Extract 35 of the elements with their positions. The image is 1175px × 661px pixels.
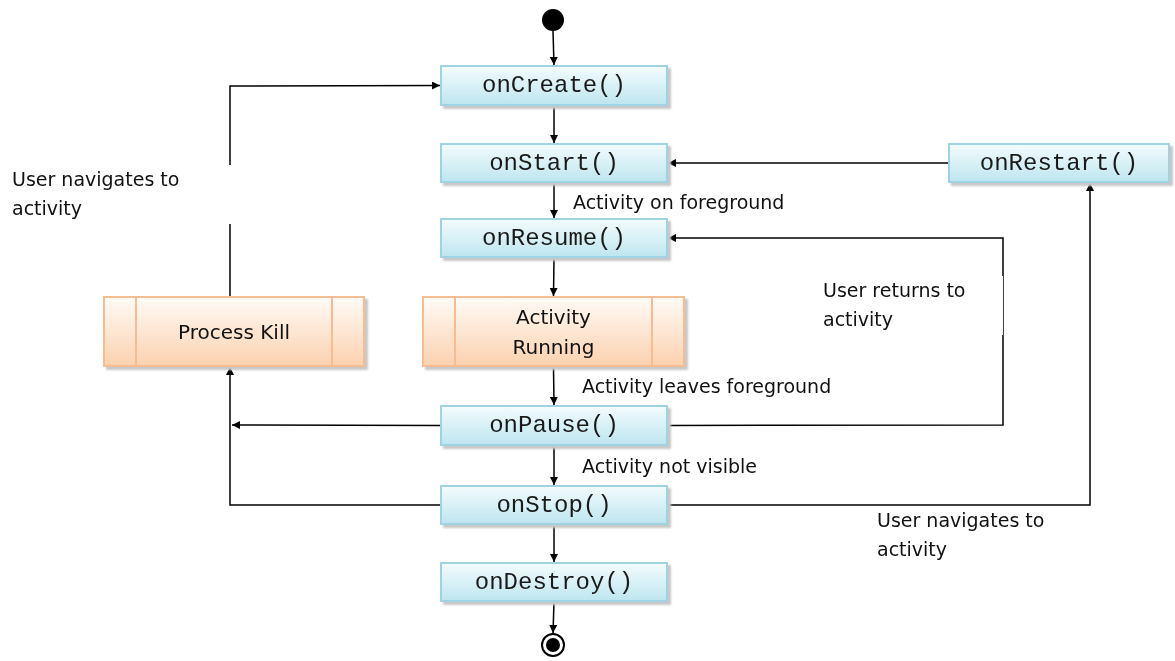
method-box bbox=[440, 405, 668, 446]
start-node bbox=[542, 9, 564, 31]
method-name: onStop() bbox=[496, 491, 612, 519]
arrow bbox=[549, 30, 558, 66]
arrow bbox=[550, 524, 558, 563]
process-box bbox=[103, 296, 365, 367]
method-name: onDestroy() bbox=[474, 568, 634, 596]
method-box bbox=[440, 218, 668, 258]
arrow bbox=[226, 366, 441, 506]
method-box bbox=[440, 65, 668, 106]
arrow bbox=[550, 445, 558, 486]
method-name: onStart() bbox=[489, 149, 619, 177]
edge-label: User navigates to activity bbox=[12, 165, 232, 224]
arrow bbox=[550, 105, 558, 144]
method-box bbox=[440, 562, 668, 602]
process-label: Process Kill bbox=[177, 318, 291, 346]
arrow bbox=[550, 182, 558, 219]
method-name: onRestart() bbox=[979, 149, 1139, 177]
method-name: onResume() bbox=[482, 224, 626, 252]
method-box bbox=[948, 143, 1170, 183]
method-name: onCreate() bbox=[482, 72, 626, 99]
method-name: onPause() bbox=[489, 412, 619, 439]
end-node bbox=[541, 633, 565, 657]
arrow bbox=[667, 182, 1094, 506]
method-box bbox=[440, 485, 668, 525]
arrow bbox=[667, 159, 949, 167]
process-box bbox=[422, 296, 685, 367]
edge-label: User returns to activity bbox=[823, 276, 1003, 335]
method-box bbox=[440, 143, 668, 183]
arrow bbox=[549, 366, 558, 406]
arrow bbox=[549, 257, 558, 297]
process-label: Activity Running bbox=[511, 303, 596, 361]
arrow bbox=[667, 234, 1004, 427]
arrow bbox=[549, 601, 558, 634]
arrow bbox=[231, 421, 441, 429]
